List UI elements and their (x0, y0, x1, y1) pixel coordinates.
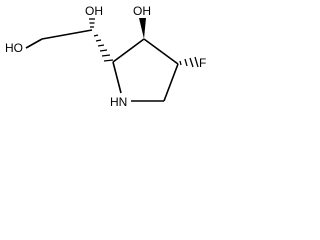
bond-ch2-choh (41, 29, 93, 40)
molecule-drawing: OH HO OH F HN (5, 4, 206, 109)
structure-canvas: OH HO OH F HN (0, 0, 232, 122)
bond-c3-c4 (143, 38, 179, 65)
bond-n-c2 (112, 61, 122, 94)
bond-ho-ch2 (25, 38, 43, 49)
atom-label-oh-ring: OH (133, 4, 151, 18)
atom-label-nh: HN (110, 95, 127, 109)
bond-c4-f-hashed (179, 56, 199, 68)
atom-label-fluorine: F (199, 56, 206, 70)
bond-choh-c2-hashed (93, 34, 114, 62)
atom-label-oh-top: OH (85, 4, 103, 18)
bond-c2-c3 (112, 38, 145, 63)
bond-c4-c5 (163, 63, 179, 102)
bond-c3-oh-wedge (139, 18, 146, 39)
atom-label-ho-left: HO (5, 41, 23, 55)
bond-choh-oh-hashed (89, 18, 95, 28)
